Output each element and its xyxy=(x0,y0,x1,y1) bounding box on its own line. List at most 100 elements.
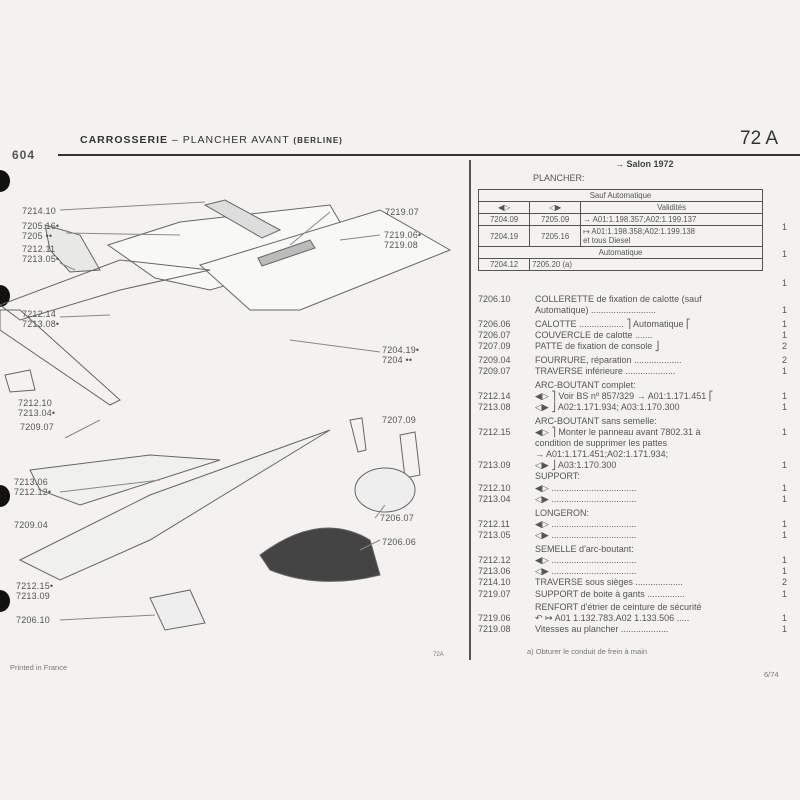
header-rule xyxy=(58,154,800,156)
item-q: 1 xyxy=(782,460,788,470)
item-ref: 7209.07 xyxy=(478,366,511,376)
cell: 7205.16 xyxy=(529,225,582,247)
binder-hole xyxy=(0,590,10,612)
callout: 7214.10 xyxy=(22,206,56,216)
binder-hole xyxy=(0,170,10,192)
item-q: 1 xyxy=(782,330,788,340)
callout: 7212.10 xyxy=(18,398,52,408)
item-desc: SEMELLE d'arc-boutant: xyxy=(535,544,634,554)
page-code: 72 A xyxy=(740,128,779,149)
item-q: 1 xyxy=(782,494,788,504)
right-side-icon: ◁▶ xyxy=(529,201,582,214)
item-q: 2 xyxy=(782,355,788,365)
cell: → A01:1.198.357;A02:1.199.137 xyxy=(580,213,763,226)
item-q: 1 xyxy=(782,589,788,599)
list-item: 7213.08◁▶ ⎦ A02:1.171.934; A03:1.170.300… xyxy=(478,402,788,413)
salon-heading: → Salon 1972 xyxy=(615,159,674,169)
item-desc: CALOTTE .................. ⎤ Automatique… xyxy=(535,319,691,329)
callout: 7213.04• xyxy=(18,408,56,418)
item-desc: ◀▷ ⎤ Voir BS nº 857/329 → A01:1.171.451 … xyxy=(535,391,714,401)
list-item: condition de supprimer les pattes xyxy=(478,438,788,449)
callout: 7212.11 xyxy=(22,244,56,254)
list-item: Automatique) .......................... 1 xyxy=(478,305,788,316)
item-ref: 7219.07 xyxy=(478,589,511,599)
binder-hole xyxy=(0,485,10,507)
item-ref: 7209.04 xyxy=(478,355,511,365)
item-q: 1 xyxy=(782,305,788,315)
column-divider xyxy=(469,160,471,660)
list-item: 7209.04 FOURRURE, réparation ............… xyxy=(478,355,788,366)
callout: 7205 •• xyxy=(22,231,53,241)
list-item: 7212.11◀▷ ..............................… xyxy=(478,519,788,530)
list-item: SEMELLE d'arc-boutant: xyxy=(478,544,788,555)
item-ref: 7207.09 xyxy=(478,341,511,351)
item-desc: condition de supprimer les pattes xyxy=(535,438,668,448)
item-desc: FOURRURE, réparation ................... xyxy=(535,355,682,365)
item-q: 1 xyxy=(782,613,788,623)
callout: 7213.05• xyxy=(22,254,60,264)
list-item: 7213.06◁▶ ..............................… xyxy=(478,566,788,577)
item-q: 1 xyxy=(782,427,788,437)
item-ref: 7213.09 xyxy=(478,460,511,470)
item-q: 1 xyxy=(782,566,788,576)
item-desc: ◀▷ ⎤ Monter le panneau avant 7802.31 à xyxy=(535,427,701,437)
item-q: 1 xyxy=(782,519,788,529)
item-ref: 7213.05 xyxy=(478,530,511,540)
callout: 7219.07 xyxy=(385,207,419,217)
item-desc: TRAVERSE sous sièges ................... xyxy=(535,577,683,587)
exploded-parts-diagram xyxy=(0,199,452,631)
col-header: Validités xyxy=(580,201,763,214)
list-item: 7212.14◀▷ ⎤ Voir BS nº 857/329 → A01:1.1… xyxy=(478,391,788,402)
item-desc: ◀▷ .................................. xyxy=(535,519,637,529)
quantity: 1 xyxy=(782,222,788,232)
callout: 7219.08 xyxy=(384,240,418,250)
table-heading: Automatique xyxy=(478,246,763,259)
item-q: 1 xyxy=(782,555,788,565)
list-item: ARC-BOUTANT complet: xyxy=(478,380,788,391)
item-desc: SUPPORT: xyxy=(535,471,580,481)
footer-code: 72A xyxy=(433,652,444,658)
item-ref: 7213.08 xyxy=(478,402,511,412)
callout: 7213.06 xyxy=(14,477,48,487)
callout: 7212.14 xyxy=(22,309,56,319)
list-item: 7212.15◀▷ ⎤ Monter le panneau avant 7802… xyxy=(478,427,788,438)
page-title: CARROSSERIE – PLANCHER AVANT (BERLINE) xyxy=(80,134,343,146)
item-desc: ◁▶ .................................. xyxy=(535,530,637,540)
callout: 7209.04 xyxy=(14,520,48,530)
list-item: SUPPORT: xyxy=(478,471,788,482)
item-desc: COUVERCLE de calotte ....... xyxy=(535,330,653,340)
item-q: 1 xyxy=(782,530,788,540)
cell: 7204.19 xyxy=(477,225,531,247)
list-item: 7219.06↶ ↦ A01 1.132.783.A02 1.133.506 .… xyxy=(478,613,788,624)
list-item: → A01:1.171.451;A02:1.171.934; xyxy=(478,449,788,460)
item-desc: → A01:1.171.451;A02:1.171.934; xyxy=(535,449,669,459)
callout: 7204.19• xyxy=(382,345,420,355)
item-desc: PATTE de fixation de console ⎦ xyxy=(535,341,660,351)
item-q: 1 xyxy=(782,483,788,493)
item-q: 2 xyxy=(782,577,788,587)
item-q: 2 xyxy=(782,341,788,351)
item-ref: 7206.07 xyxy=(478,330,511,340)
list-item: 7213.04◁▶ ..............................… xyxy=(478,494,788,505)
item-desc: ↶ ↦ A01 1.132.783.A02 1.133.506 ..... xyxy=(535,613,690,623)
list-item: RENFORT d'étrier de ceinture de sécurité xyxy=(478,602,788,613)
callout: 7212.12• xyxy=(14,487,52,497)
callout: 7205.16• xyxy=(22,221,60,231)
item-desc: Automatique) .......................... xyxy=(535,305,657,315)
item-desc: ◁▶ .................................. xyxy=(535,566,637,576)
item-desc: RENFORT d'étrier de ceinture de sécurité xyxy=(535,602,702,612)
callout: 7212.15• xyxy=(16,581,54,591)
item-ref: 7213.04 xyxy=(478,494,511,504)
left-side-icon: ◀▷ xyxy=(477,201,531,214)
list-item: LONGERON: xyxy=(478,508,788,519)
item-q: 1 xyxy=(782,366,788,376)
quantity: 1 xyxy=(782,249,788,259)
